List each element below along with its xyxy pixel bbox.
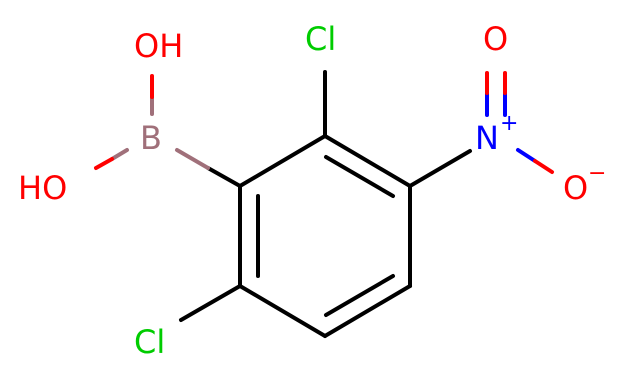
atom-cl-top: Cl [305, 20, 336, 58]
bond-n-o-single-o-half [533, 159, 554, 174]
bond-b-oh-left-b-half [110, 148, 129, 161]
ring-bond-c1-c2 [238, 134, 327, 188]
atom-oxygen-double: O [483, 20, 508, 58]
nitrogen-charge: + [500, 111, 518, 136]
ring-bond-c2-c3-inner [324, 155, 395, 198]
atom-oh-left: HO [18, 169, 67, 207]
atom-labels: OH HO B Cl Cl N + O O − [18, 20, 606, 361]
bond-c3-n [408, 149, 472, 188]
atom-cl-bottom: Cl [134, 323, 165, 361]
atom-boron: B [140, 119, 162, 157]
atom-oh-top: OH [134, 27, 183, 65]
ring-bond-c4-c5 [323, 284, 412, 338]
atom-oxygen-single: O [563, 169, 588, 207]
bond-c1-b [206, 166, 242, 188]
ring-bond-c5-c6 [238, 284, 327, 338]
ring-bond-c4-c5-inner [324, 274, 395, 317]
oxygen-charge: − [588, 161, 606, 186]
ring-bond-c2-c3 [323, 134, 412, 188]
bond-c1-b-b-half [175, 148, 210, 170]
bond-n-o-single [516, 148, 537, 163]
atom-nitrogen: N [475, 119, 499, 157]
bond-b-oh-left-o-half [94, 157, 114, 170]
bond-c6-cl-bottom [179, 284, 242, 322]
bonds [94, 70, 554, 338]
